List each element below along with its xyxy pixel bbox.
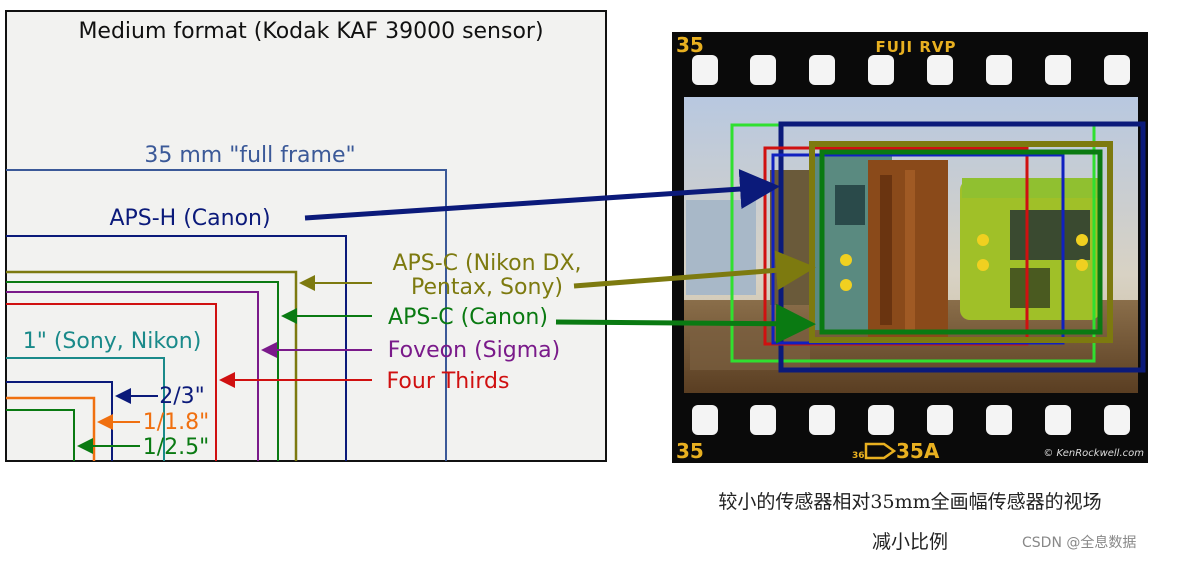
film-number-bottom: 35	[676, 439, 704, 463]
apsc-nikon-label-line2: Pentax, Sony)	[411, 275, 563, 300]
apsc-canon-label: APS-C (Canon)	[388, 305, 548, 330]
one-1-8-label: 1/1.8"	[143, 410, 210, 435]
two-thirds-label: 2/3"	[159, 384, 205, 409]
film-strip-photo: 35 FUJI RVP 35 36 35A © KenRockwell.com	[672, 32, 1148, 463]
apsc-nikon-label-line1: APS-C (Nikon DX,	[392, 251, 581, 276]
apsc-canon-connector-arrow	[556, 322, 806, 324]
four-thirds-label: Four Thirds	[387, 369, 510, 394]
sensor-size-diagram: Medium format (Kodak KAF 39000 sensor) 3…	[6, 11, 606, 461]
one-2-5-label: 1/2.5"	[143, 435, 210, 460]
full-frame-label: 35 mm "full frame"	[144, 143, 355, 168]
caption-line1: 较小的传感器相对35mm全画幅传感器的视场	[670, 487, 1150, 514]
film-brand: FUJI RVP	[876, 38, 957, 56]
film-frame-prefix: 36	[852, 451, 865, 461]
one-inch-label: 1" (Sony, Nikon)	[23, 329, 202, 354]
medium-format-label: Medium format (Kodak KAF 39000 sensor)	[78, 19, 543, 44]
foveon-label: Foveon (Sigma)	[388, 338, 560, 363]
film-frame-mark: 35A	[896, 439, 940, 463]
aps-h-label: APS-H (Canon)	[109, 206, 270, 231]
csdn-watermark: CSDN @全息数据	[1022, 532, 1136, 552]
film-number-top: 35	[676, 33, 704, 57]
photo-credit: © KenRockwell.com	[1043, 448, 1144, 459]
